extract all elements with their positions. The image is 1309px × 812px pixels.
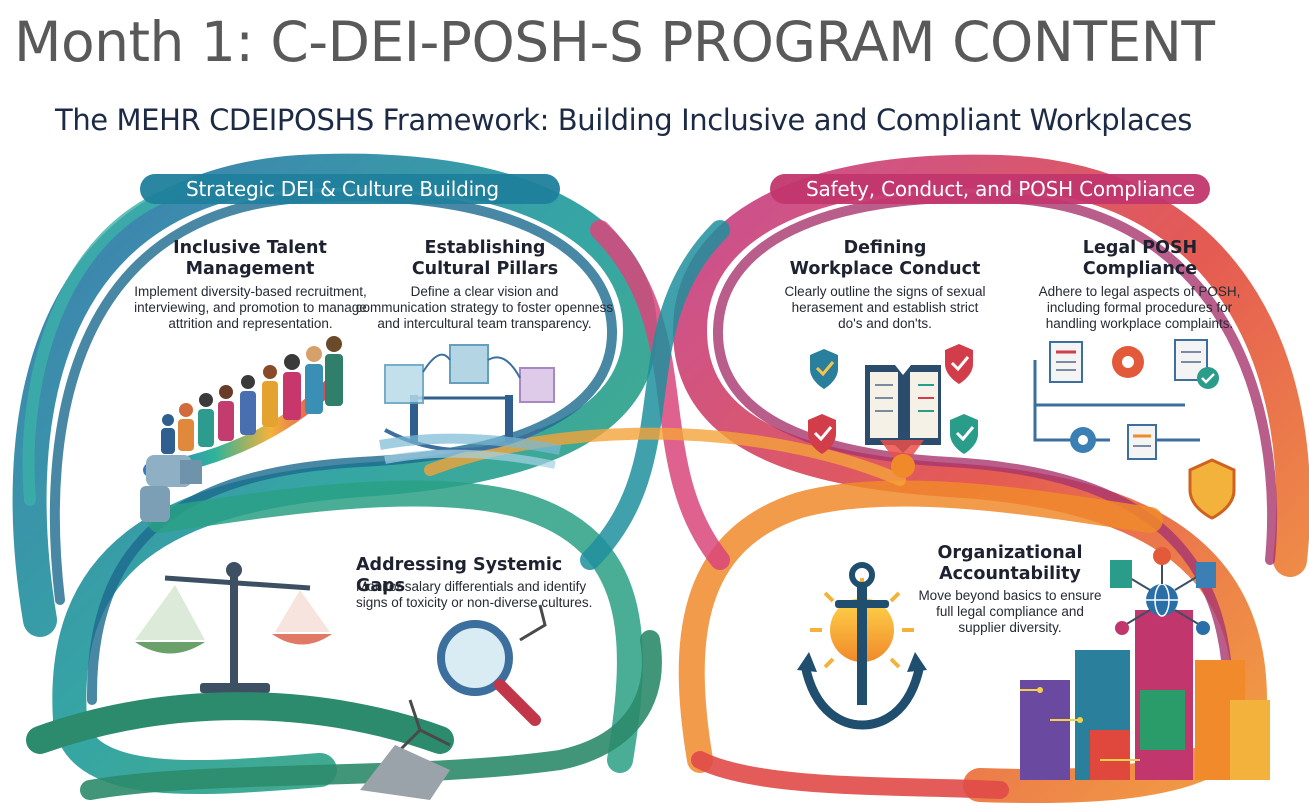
rulebook-icon <box>865 365 941 478</box>
badge-shield-icon <box>1188 458 1236 520</box>
cube-network-icon <box>384 344 555 404</box>
anchor-icon <box>797 562 927 730</box>
left-band-strip <box>140 174 560 204</box>
talent-title: Inclusive Talent Management <box>173 238 327 279</box>
gear-icon <box>1070 346 1144 453</box>
gaps-title: Addressing Systemic Gaps <box>356 555 563 596</box>
right-band-strip <box>770 174 1210 204</box>
right-band-label: Safety, Conduct, and POSH Compliance <box>806 177 1195 201</box>
left-band-label: Strategic DEI & Culture Building <box>186 177 499 201</box>
conduct-title: Defining Workplace Conduct <box>789 238 981 279</box>
people-row-icon <box>143 336 343 477</box>
legal-description: Adhere to legal aspects of POSH, includi… <box>1038 284 1241 331</box>
talent-description: Implement diversity-based recruitment, i… <box>134 284 367 331</box>
framework-title: The MEHR CDEIPOSHS Framework: Building I… <box>55 103 1193 137</box>
scale-icon <box>26 562 454 754</box>
bridge-icon <box>379 395 561 469</box>
pillars-description: Define a clear vision and communication … <box>355 284 614 331</box>
document-flow-icon <box>1033 339 1219 460</box>
gaps-description: Monitor salary differentials and identif… <box>356 579 593 610</box>
accountability-title: Organizational Accountability <box>937 543 1083 584</box>
globe-network-icon <box>1110 547 1216 635</box>
page-title: Month 1: C-DEI-POSH-S PROGRAM CONTENT <box>14 10 1215 74</box>
building-blocks-icon <box>1020 610 1270 780</box>
pipe-icon <box>140 455 202 522</box>
pillars-title: Establishing Cultural Pillars <box>411 238 559 279</box>
conduct-description: Clearly outline the signs of sexual hera… <box>784 284 986 331</box>
accountability-description: Move beyond basics to ensure full legal … <box>918 588 1102 635</box>
legal-title: Legal POSH Compliance <box>1082 238 1198 279</box>
magnifier-icon <box>360 604 547 800</box>
shield-check-icon <box>808 344 978 454</box>
framework-illustration <box>12 153 1309 804</box>
